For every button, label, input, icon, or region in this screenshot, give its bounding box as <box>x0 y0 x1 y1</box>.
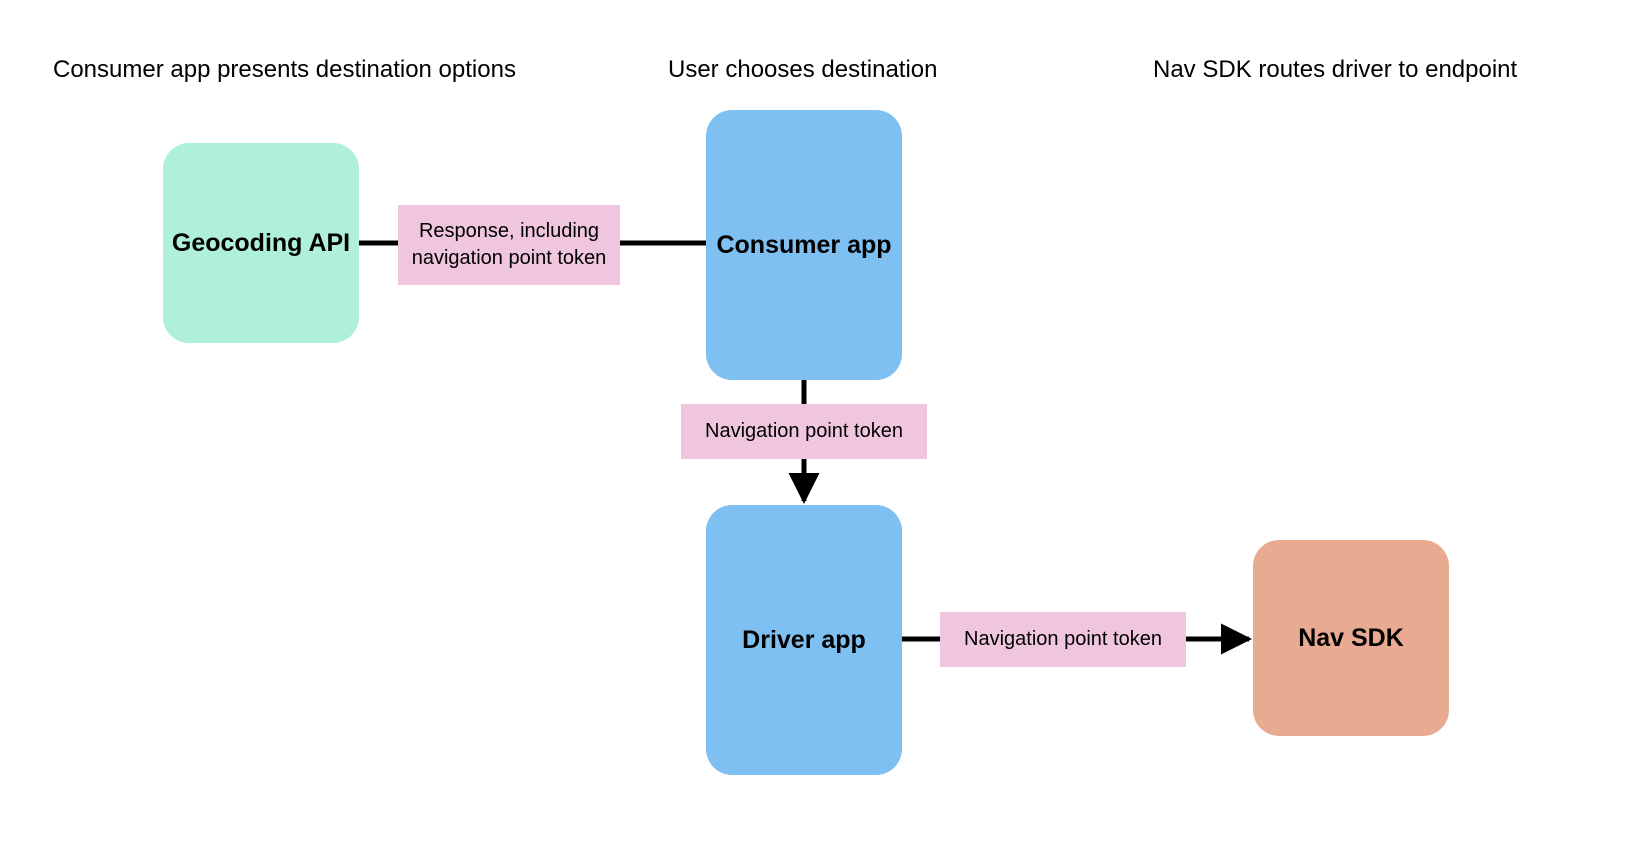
node-consumer-app[interactable]: Consumer app <box>706 110 902 380</box>
column-header-nav-sdk: Nav SDK routes driver to endpoint <box>1153 56 1518 83</box>
node-driver-app[interactable]: Driver app <box>706 505 902 775</box>
edge-label-nav-token-driver-navsdk-text: Navigation point token <box>964 628 1162 650</box>
edge-label-navigation-point-token-consumer-driver: Navigation point token <box>681 404 927 459</box>
edge-label-response-text: Response, including navigation point tok… <box>411 220 607 269</box>
node-driver-app-label: Driver app <box>742 626 866 654</box>
edge-label-response-including-navigation-point-token: Response, including navigation point tok… <box>398 205 620 285</box>
edge-label-nav-token-consumer-driver-text: Navigation point token <box>705 420 903 442</box>
node-geocoding-api-label: Geocoding API <box>171 229 351 257</box>
column-header-user-choice: User chooses destination <box>668 56 938 83</box>
node-consumer-app-label: Consumer app <box>716 231 892 259</box>
node-nav-sdk[interactable]: Nav SDK <box>1253 540 1449 736</box>
node-geocoding-api[interactable]: Geocoding API <box>163 143 359 343</box>
node-nav-sdk-label: Nav SDK <box>1298 624 1404 652</box>
edge-label-navigation-point-token-driver-navsdk: Navigation point token <box>940 612 1186 667</box>
column-header-consumer: Consumer app presents destination option… <box>53 56 516 83</box>
